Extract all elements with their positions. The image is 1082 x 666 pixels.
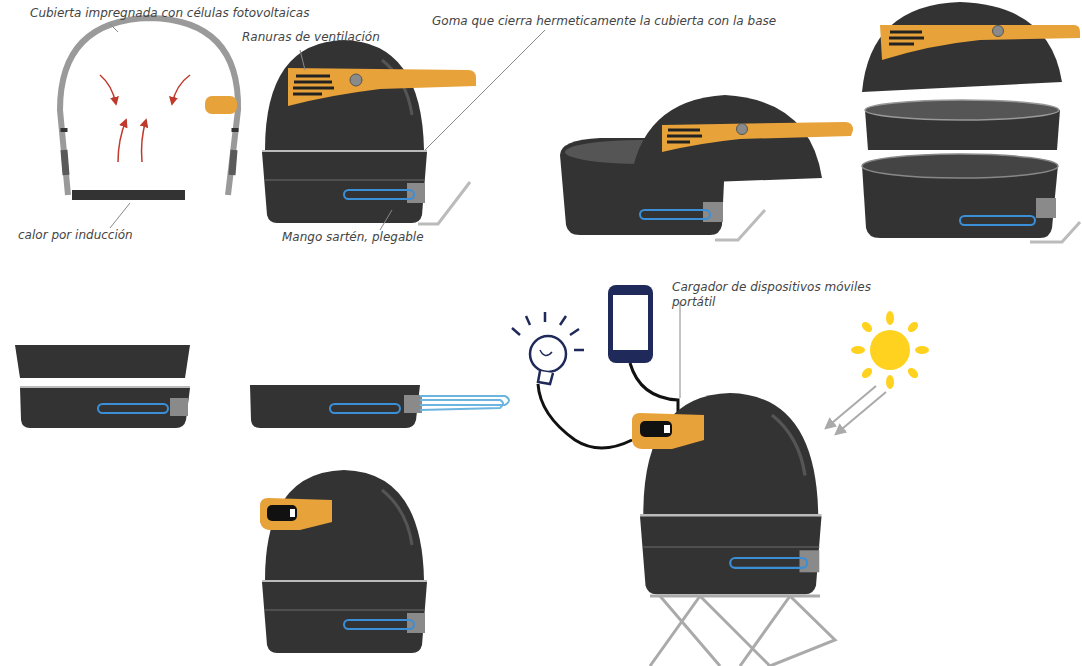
mobile-phone [608, 285, 680, 412]
callout-label: calor por inducción [18, 228, 218, 243]
callout-label: Goma que cierra hermeticamente la cubier… [432, 14, 852, 29]
exploded-unit [862, 2, 1080, 242]
stacked-parts [15, 345, 190, 428]
callout-label: Mango sartén, plegable [282, 230, 502, 245]
callout-label: Ranuras de ventilación [242, 30, 442, 45]
unit-on-stand [632, 393, 835, 666]
frying-pan [250, 385, 509, 428]
closed-unit [262, 30, 545, 230]
opened-unit [560, 95, 853, 240]
closed-unit-charger [260, 470, 427, 653]
cross-section [60, 18, 238, 228]
callout-label: Cargador de dispositivos móviles portáti… [672, 280, 897, 310]
callout-label: Cubierta impregnada con células fotovolt… [30, 6, 350, 21]
sun [826, 311, 929, 434]
